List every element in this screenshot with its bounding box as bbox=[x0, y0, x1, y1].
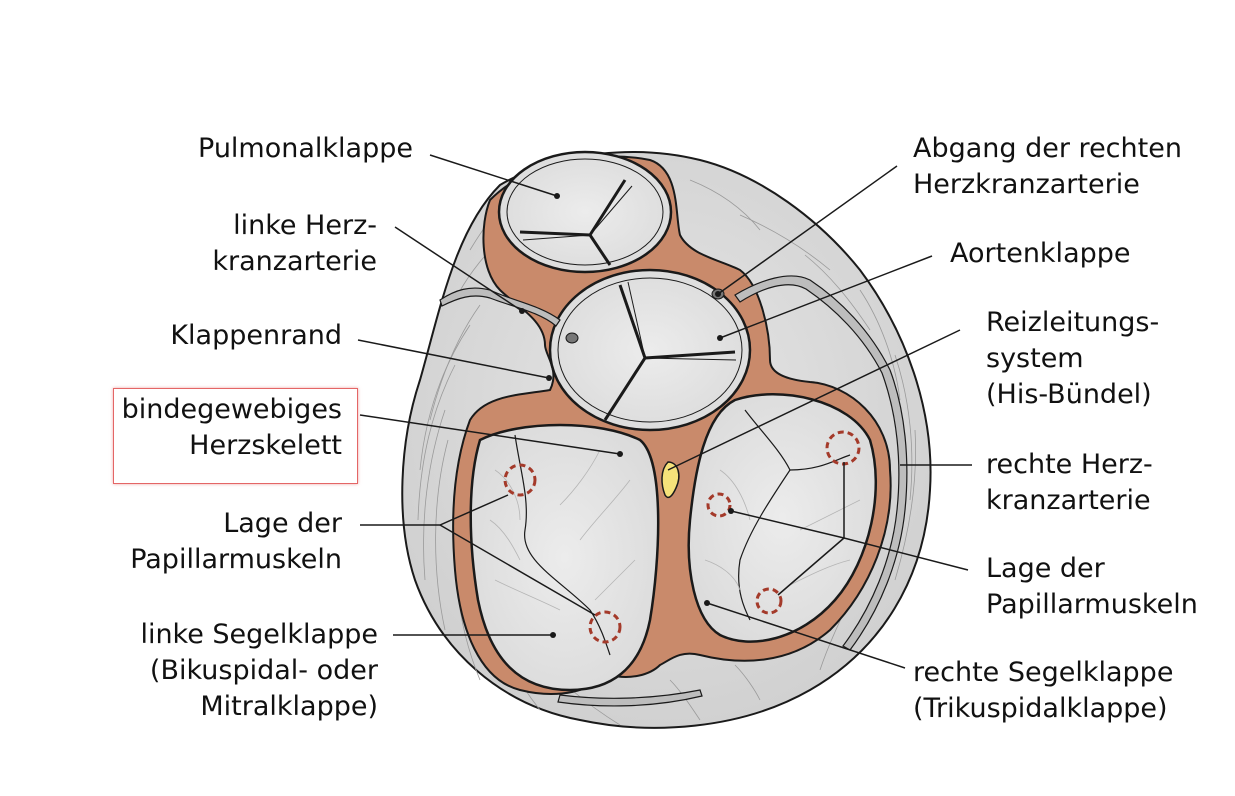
papillary-marker-right-middle bbox=[706, 492, 732, 518]
label-linke-herzkranzarterie: linke Herz- kranzarterie bbox=[212, 210, 377, 277]
label-pulmonalklappe: Pulmonalklappe bbox=[198, 133, 413, 164]
label-linke-segelklappe: linke Segelklappe (Bikuspidal- oder Mitr… bbox=[140, 619, 378, 722]
leader-papillar-right-c bbox=[777, 537, 845, 596]
label-rechte-herzkranzarterie: rechte Herz- kranzarterie bbox=[986, 449, 1153, 516]
label-rechte-segelklappe: rechte Segelklappe (Trikuspidalklappe) bbox=[913, 657, 1174, 724]
papillary-marker-right-upper bbox=[825, 430, 861, 466]
leader-rechte-segelklappe bbox=[706, 602, 906, 669]
leader-linke-herzkranzarterie bbox=[394, 226, 523, 312]
label-papillarmuskeln-right: Lage der Papillarmuskeln bbox=[986, 553, 1198, 620]
leader-aortenklappe bbox=[719, 255, 933, 339]
label-abgang-rechte-herzkranzarterie: Abgang der rechten Herzkranzarterie bbox=[913, 133, 1182, 200]
leader-lines bbox=[357, 154, 972, 669]
leader-papillar-left-b bbox=[439, 524, 596, 616]
leader-herzskelett bbox=[359, 414, 621, 455]
label-bindegewebiges-herzskelett: bindegewebiges Herzskelett bbox=[121, 394, 342, 461]
papillary-markers bbox=[503, 430, 861, 644]
papillary-marker-left-upper bbox=[503, 463, 537, 497]
label-papillarmuskeln-left: Lage der Papillarmuskeln bbox=[130, 508, 342, 575]
leader-dots bbox=[519, 193, 734, 638]
papillary-marker-left-lower bbox=[588, 610, 622, 644]
label-reizleitungssystem: Reizleitungs- system (His-Bündel) bbox=[986, 307, 1160, 410]
label-aortenklappe: Aortenklappe bbox=[950, 238, 1131, 269]
leader-pulmonalklappe bbox=[429, 154, 558, 197]
highlight-box-herzskelett bbox=[113, 388, 358, 484]
leader-reizleitungssystem bbox=[667, 329, 961, 471]
aortic-valve bbox=[548, 268, 752, 432]
his-bundle bbox=[661, 461, 680, 499]
mitral-valve bbox=[469, 423, 660, 692]
papillary-marker-right-lower bbox=[755, 587, 783, 615]
leader-abgang-rechte-kranzarterie bbox=[717, 165, 898, 295]
pulmonary-valve bbox=[497, 150, 673, 274]
leader-klappenrand bbox=[357, 339, 550, 379]
label-klappenrand: Klappenrand bbox=[170, 320, 342, 351]
